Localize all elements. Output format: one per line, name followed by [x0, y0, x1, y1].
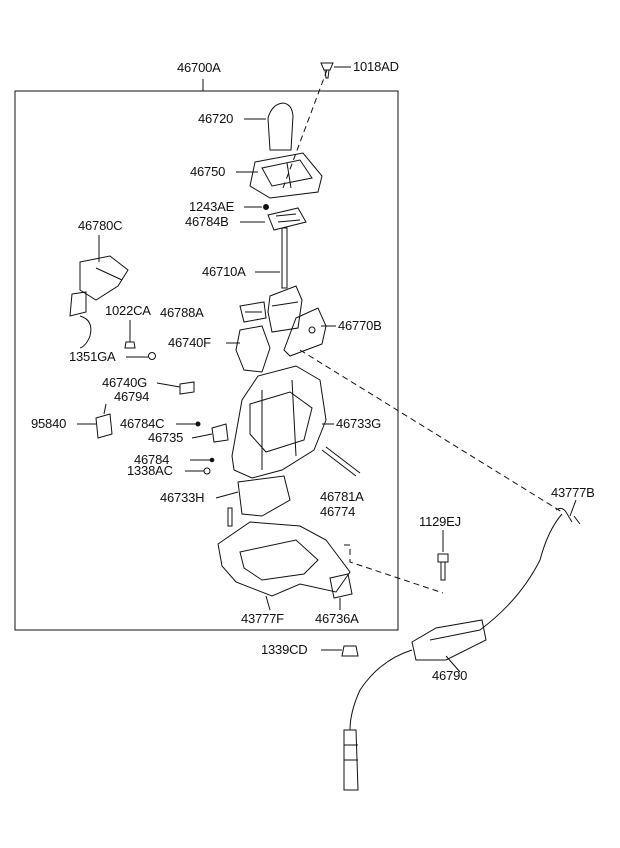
label-1022ca: 1022CA: [105, 303, 151, 318]
label-46774: 46774: [320, 504, 356, 519]
label-46750: 46750: [190, 164, 226, 179]
bracket-46736a-icon: [329, 573, 353, 599]
label-46784c: 46784C: [120, 416, 165, 431]
label-46740g: 46740G: [102, 375, 148, 390]
label-1339cd: 1339CD: [261, 642, 308, 657]
label-1351ga: 1351GA: [69, 349, 116, 364]
dashed-bracket-line: [344, 544, 444, 594]
label-46735: 46735: [148, 430, 184, 445]
cover-46740f-icon: [235, 325, 271, 373]
label-46788a: 46788A: [160, 305, 204, 320]
dashed-cable-line: [299, 349, 563, 513]
label-46784: 46784: [134, 452, 170, 467]
label-46780c: 46780C: [78, 218, 123, 233]
sensor-46780c-icon: [79, 255, 129, 301]
bolt-1129ej-icon: [437, 553, 449, 581]
dashed-bolt-line: [282, 69, 328, 189]
label-1018ad: 1018AD: [353, 59, 399, 74]
label-1338ac: 1338AC: [127, 463, 173, 478]
label-46770b: 46770B: [338, 318, 382, 333]
switch-46788a-icon: [239, 301, 267, 323]
label-46740f: 46740F: [168, 335, 211, 350]
pin-46784-icon: [209, 457, 215, 463]
shift-lever-icon: [281, 227, 288, 289]
pin-46784c-icon: [195, 421, 201, 427]
nut-1338ac-icon: [203, 467, 211, 475]
label-43777f: 43777F: [241, 611, 284, 626]
cable-46790-icon: [429, 513, 563, 641]
label-46700a: 46700A: [177, 60, 221, 75]
clip-43777b-icon: [555, 507, 573, 523]
bracket-43777f-icon: [217, 521, 351, 597]
plate-46784b-icon: [267, 207, 307, 231]
nut-1339cd-icon: [341, 645, 359, 657]
unit-95840-icon: [95, 413, 113, 439]
label-46781a: 46781A: [320, 489, 364, 504]
screw-1243ae-icon: [263, 204, 269, 210]
pin-46781a-icon: [321, 449, 357, 477]
shift-knob-icon: [267, 102, 294, 151]
label-46733h: 46733H: [160, 490, 205, 505]
shifter-base-icon: [231, 365, 327, 479]
label-46784b: 46784B: [185, 214, 229, 229]
label-43777b: 43777B: [551, 485, 595, 500]
label-46710a: 46710A: [202, 264, 246, 279]
label-46720: 46720: [198, 111, 234, 126]
label-1243ae: 1243AE: [189, 199, 235, 214]
nut-1022ca-icon: [124, 341, 136, 349]
clip-46740g-icon: [179, 381, 195, 395]
indicator-cover-icon: [249, 152, 323, 199]
bracket-46770b-icon: [283, 307, 327, 357]
bolt-1018ad-icon: [320, 62, 334, 79]
label-95840: 95840: [31, 416, 67, 431]
bracket-46733h-icon: [237, 475, 291, 517]
grommet-1351ga-icon: [148, 352, 156, 360]
lock-46735-icon: [211, 423, 229, 443]
label-1129ej: 1129EJ: [419, 514, 461, 529]
assembly-frame: [14, 90, 399, 631]
label-46790: 46790: [432, 668, 468, 683]
label-46794: 46794: [114, 389, 150, 404]
label-46733g: 46733G: [336, 416, 382, 431]
label-46736a: 46736A: [315, 611, 359, 626]
